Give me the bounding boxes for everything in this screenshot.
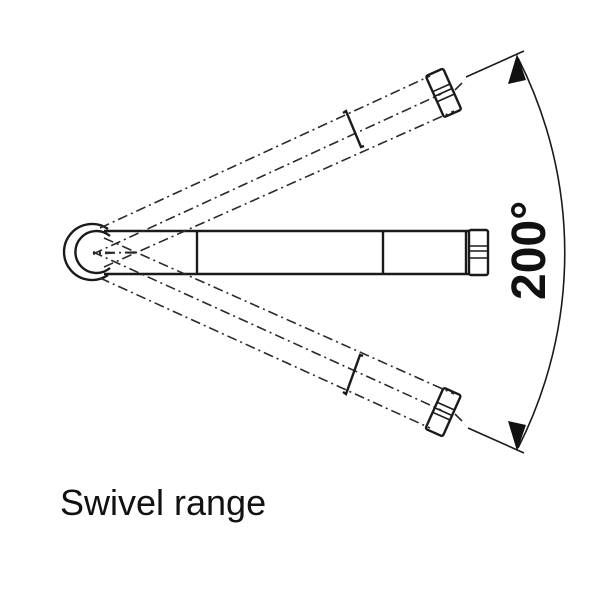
- diagram-caption: Swivel range: [60, 482, 267, 523]
- spout-rotated-down: [92, 237, 466, 438]
- spout-rotated-up: [92, 67, 466, 268]
- nozzle-nut-lower-icon: [424, 387, 462, 438]
- angle-label: 200°: [503, 201, 556, 300]
- nozzle-nut-upper-icon: [425, 67, 462, 118]
- arrow-up-icon: [508, 54, 526, 84]
- nozzle-nut-icon: [467, 228, 490, 277]
- pivot-ring: [62, 222, 111, 282]
- angle-dimension-arc: 200°: [465, 50, 566, 454]
- spout-straight: [104, 228, 490, 277]
- arrow-down-icon: [508, 421, 526, 451]
